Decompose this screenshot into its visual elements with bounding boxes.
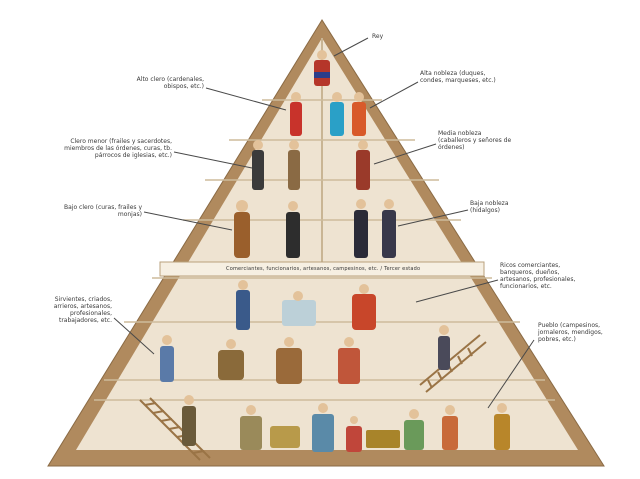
label-high-clergy: Alto clero (cardenales, obispos, etc.) [136, 76, 204, 90]
label-low-clergy-friars: Bajo clero (curas, frailes y monjas) [64, 204, 142, 218]
leader-lines [113, 37, 535, 409]
figure-clergy-mid-icon [252, 140, 300, 190]
figure-king-icon [314, 50, 330, 86]
figure-high-nobility-icon [330, 92, 366, 136]
tier-lines [94, 99, 555, 401]
band-label: Comerciantes, funcionarios, artesanos, c… [226, 266, 421, 272]
label-peasants: Pueblo (campesinos, jornaleros, mendigos… [538, 322, 603, 343]
pyramid-inner [76, 38, 578, 450]
figure-nobility-mid-icon [356, 140, 370, 190]
figure-friars-icon [234, 200, 300, 258]
label-low-clergy: Clero menor (frailes y sacerdotes, miemb… [64, 138, 172, 159]
figure-peasants-icon [182, 395, 510, 452]
label-servants: Sirvientes, criados, arrieros, artesanos… [53, 296, 112, 324]
figure-merchants-icon [236, 280, 376, 330]
label-low-nobility: Baja nobleza (hidalgos) [470, 200, 509, 214]
label-king: Rey [372, 33, 384, 40]
label-bourgeoisie: Ricos comerciantes, banqueros, dueños, a… [500, 262, 576, 290]
figure-hidalgos-icon [354, 199, 396, 258]
estate-band [159, 261, 485, 277]
label-high-nobility: Alta nobleza (duques, condes, marqueses,… [420, 70, 496, 84]
figure-high-clergy-icon [290, 92, 302, 136]
figure-servants-icon [160, 325, 450, 384]
label-middle-nobility: Media nobleza (caballeros y señores de ó… [438, 130, 512, 151]
